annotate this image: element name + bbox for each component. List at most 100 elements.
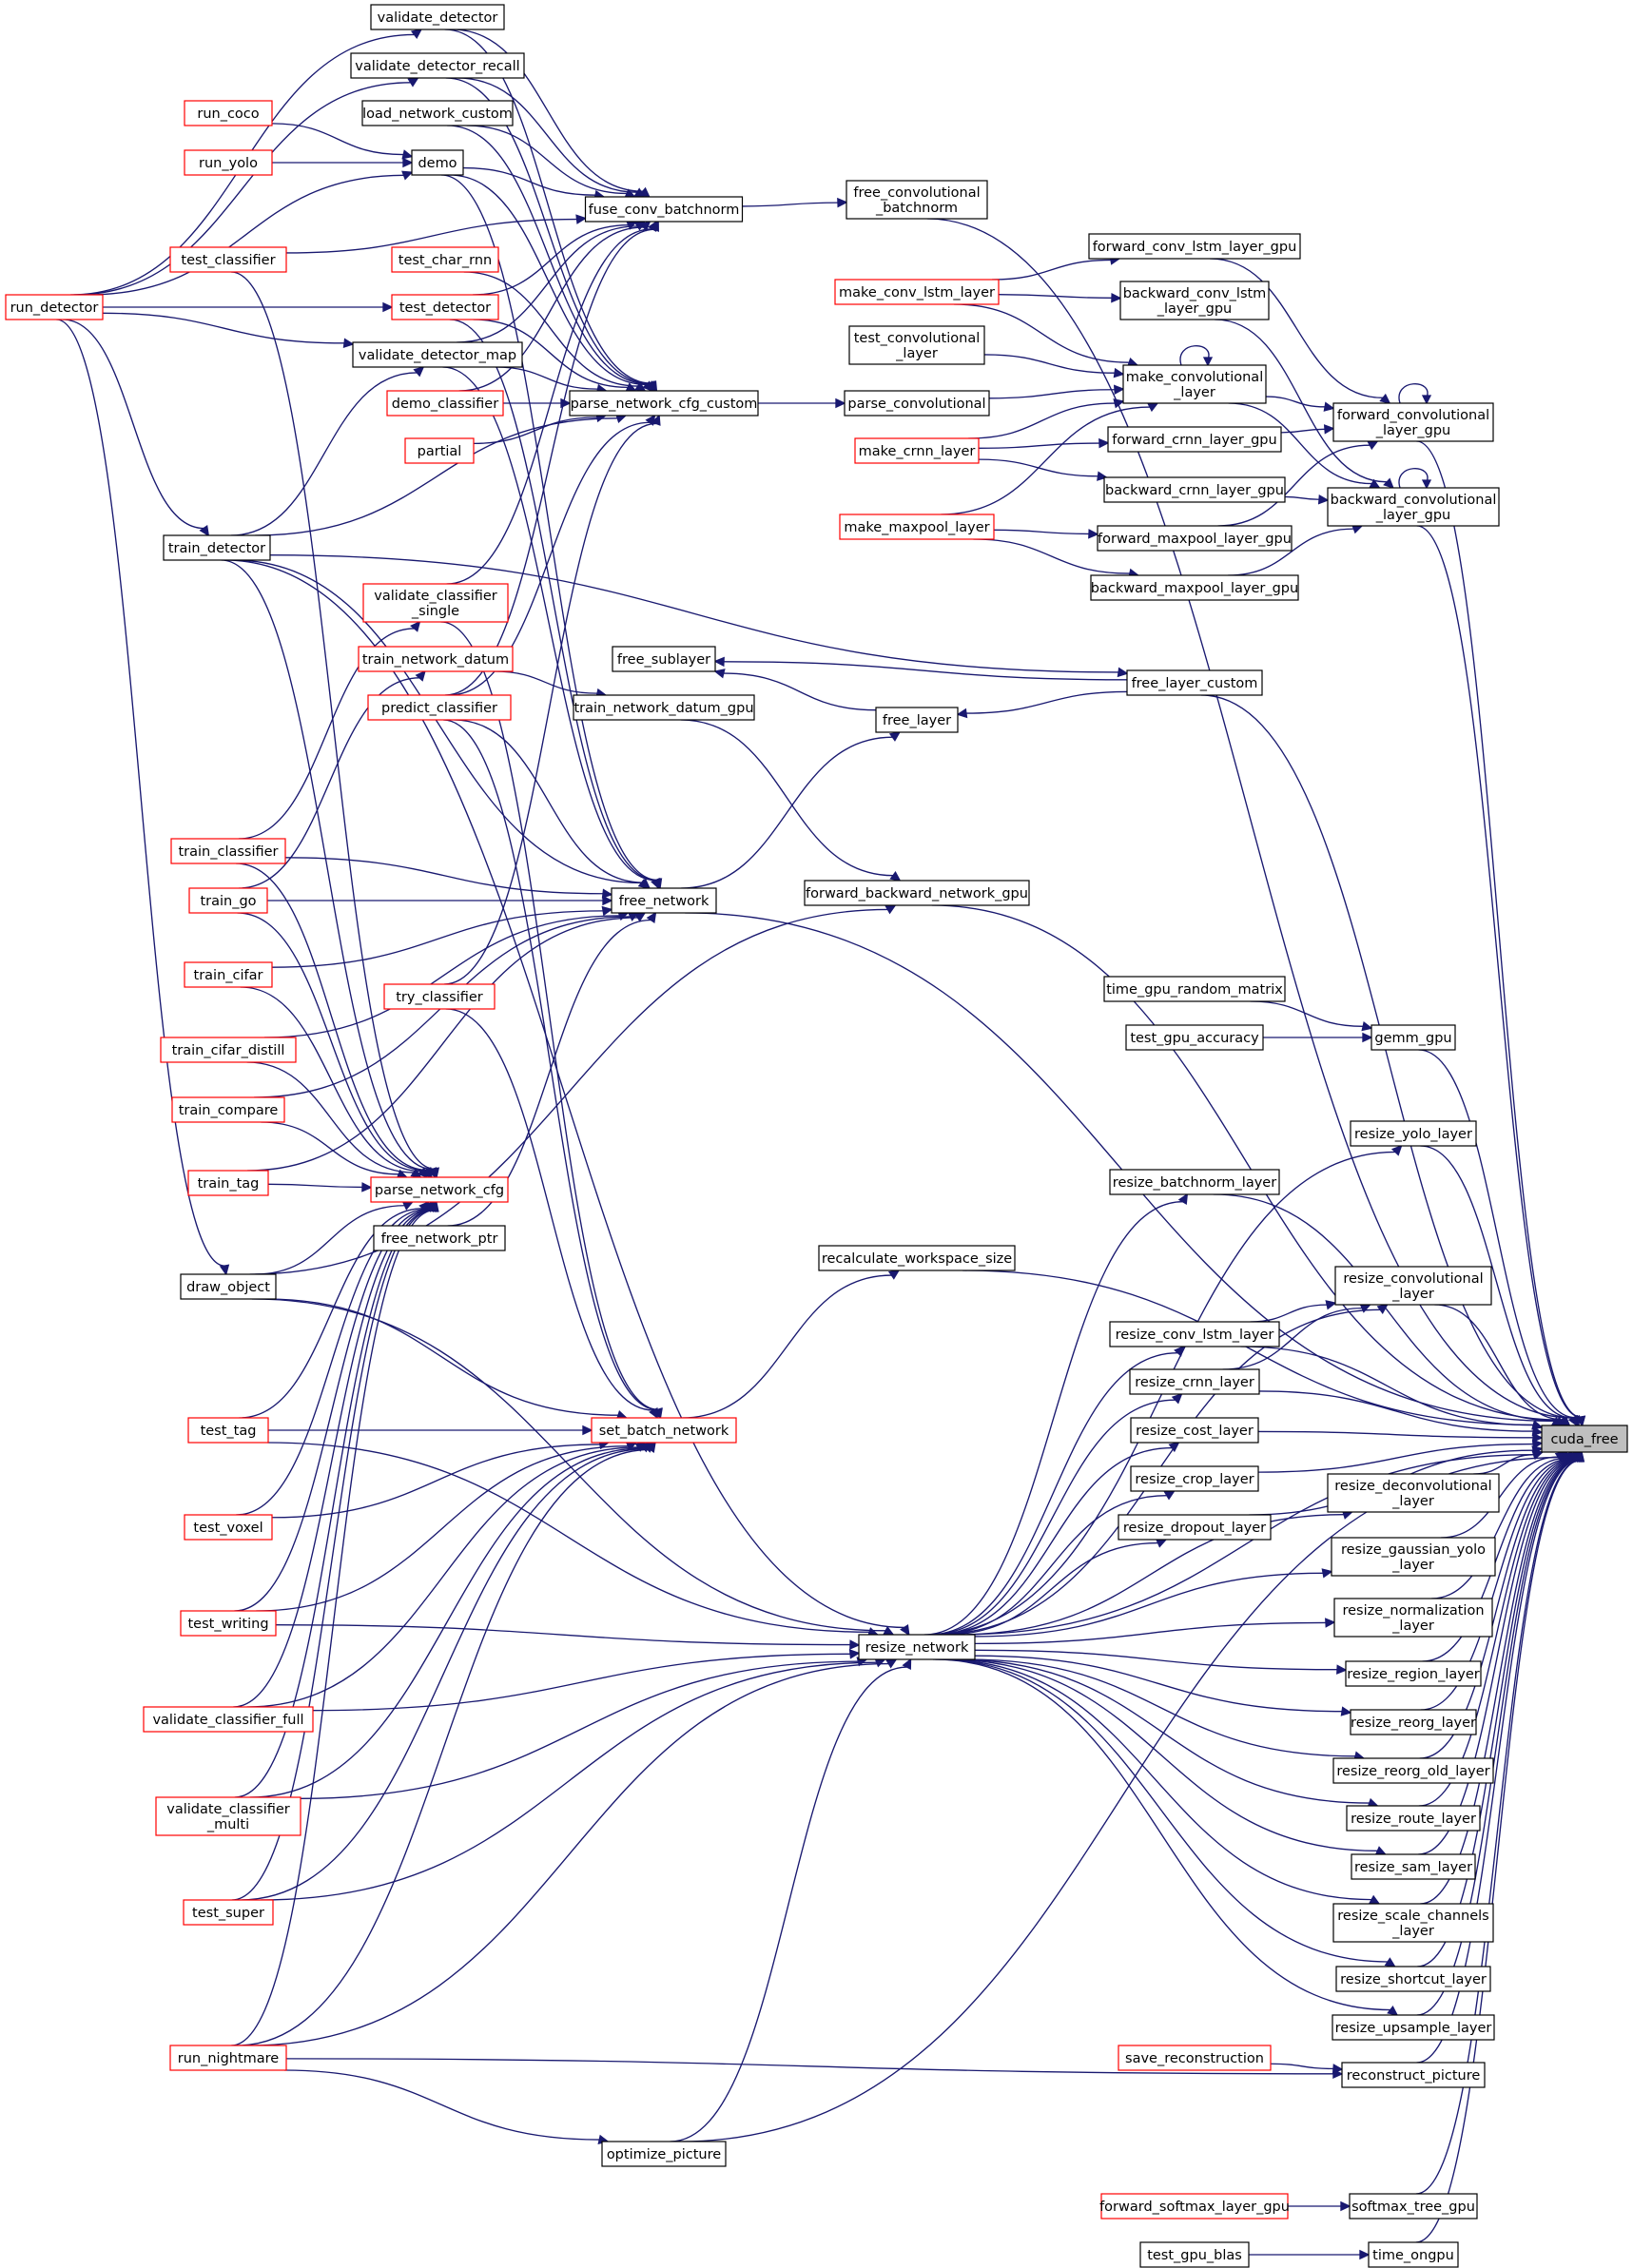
node-run-nightmare[interactable]: run_nightmare (169, 2045, 287, 2071)
node-validate-detector-map[interactable]: validate_detector_map (352, 341, 523, 368)
node-try-classifier[interactable]: try_classifier (383, 983, 496, 1010)
node-demo-classifier[interactable]: demo_classifier (386, 390, 504, 417)
node-label: validate_detector_map (359, 348, 516, 363)
node-recalculate-workspace-size[interactable]: recalculate_workspace_size (818, 1245, 1016, 1271)
node-run-coco[interactable]: run_coco (184, 100, 273, 126)
node-time-gpu-random-matrix[interactable]: time_gpu_random_matrix (1103, 976, 1286, 1002)
node-label: resize_region_layer (1347, 1667, 1479, 1682)
node-forward-softmax-layer-gpu[interactable]: forward_softmax_layer_gpu (1099, 2193, 1290, 2220)
node-forward-maxpool-layer-gpu[interactable]: forward_maxpool_layer_gpu (1097, 525, 1293, 552)
node-make-crnn-layer[interactable]: make_crnn_layer (854, 437, 980, 464)
node-optimize-picture[interactable]: optimize_picture (601, 2141, 727, 2167)
node-resize-crop-layer[interactable]: resize_crop_layer (1130, 1465, 1259, 1492)
node-cuda-free[interactable]: cuda_free (1541, 1425, 1628, 1453)
node-validate-detector-recall[interactable]: validate_detector_recall (350, 52, 525, 79)
node-validate-classifier-single[interactable]: validate_classifier_single (362, 583, 509, 623)
node-train-network-datum-gpu[interactable]: train_network_datum_gpu (573, 694, 755, 721)
node-predict-classifier[interactable]: predict_classifier (367, 694, 512, 721)
node-resize-region-layer[interactable]: resize_region_layer (1345, 1660, 1482, 1687)
node-reconstruct-picture[interactable]: reconstruct_picture (1341, 2062, 1486, 2088)
node-resize-reorg-old-layer[interactable]: resize_reorg_old_layer (1332, 1757, 1494, 1784)
node-validate-classifier-full[interactable]: validate_classifier_full (143, 1706, 314, 1733)
node-make-maxpool-layer[interactable]: make_maxpool_layer (839, 514, 995, 540)
node-time-ongpu[interactable]: time_ongpu (1368, 2241, 1459, 2268)
node-resize-scale-channels-layer[interactable]: resize_scale_channels_layer (1332, 1903, 1494, 1943)
node-run-yolo[interactable]: run_yolo (184, 149, 273, 176)
node-load-network-custom[interactable]: load_network_custom (361, 100, 514, 126)
node-resize-conv-lstm-layer[interactable]: resize_conv_lstm_layer (1109, 1321, 1280, 1347)
call-edge (680, 719, 902, 882)
node-partial[interactable]: partial (404, 437, 475, 464)
node-forward-convolutional-layer-gpu[interactable]: forward_convolutional_layer_gpu (1332, 402, 1494, 442)
node-resize-dropout-layer[interactable]: resize_dropout_layer (1118, 1514, 1272, 1541)
node-set-batch-network[interactable]: set_batch_network (591, 1417, 737, 1444)
node-resize-sam-layer[interactable]: resize_sam_layer (1351, 1853, 1476, 1880)
node-train-compare[interactable]: train_compare (171, 1096, 285, 1123)
node-resize-upsample-layer[interactable]: resize_upsample_layer (1332, 2014, 1495, 2041)
node-test-tag[interactable]: test_tag (187, 1417, 269, 1444)
node-train-network-datum[interactable]: train_network_datum (358, 646, 514, 672)
call-edge (670, 1657, 912, 2142)
node-label: _single (411, 604, 459, 619)
node-resize-cost-layer[interactable]: resize_cost_layer (1130, 1417, 1259, 1444)
node-run-detector[interactable]: run_detector (5, 294, 104, 320)
node-forward-conv-lstm-layer-gpu[interactable]: forward_conv_lstm_layer_gpu (1088, 233, 1301, 260)
node-test-detector[interactable]: test_detector (391, 294, 499, 320)
node-test-voxel[interactable]: test_voxel (184, 1514, 273, 1541)
node-resize-route-layer[interactable]: resize_route_layer (1346, 1805, 1481, 1832)
node-resize-deconvolutional-layer[interactable]: resize_deconvolutional_layer (1327, 1473, 1500, 1513)
node-backward-crnn-layer-gpu[interactable]: backward_crnn_layer_gpu (1103, 476, 1286, 503)
call-edge (1257, 1430, 1544, 1444)
node-free-layer[interactable]: free_layer (875, 707, 959, 733)
node-train-classifier[interactable]: train_classifier (170, 838, 286, 864)
node-backward-convolutional-layer-gpu[interactable]: backward_convolutional_layer_gpu (1327, 487, 1500, 527)
node-box (611, 887, 717, 914)
node-free-layer-custom[interactable]: free_layer_custom (1126, 669, 1263, 696)
node-resize-yolo-layer[interactable]: resize_yolo_layer (1350, 1120, 1477, 1147)
node-save-reconstruction[interactable]: save_reconstruction (1118, 2045, 1272, 2071)
node-test-gpu-blas[interactable]: test_gpu_blas (1139, 2241, 1250, 2268)
node-parse-network-cfg-custom[interactable]: parse_network_cfg_custom (569, 390, 759, 417)
node-box (1351, 1853, 1476, 1880)
node-test-gpu-accuracy[interactable]: test_gpu_accuracy (1125, 1024, 1264, 1051)
node-train-cifar[interactable]: train_cifar (184, 961, 273, 988)
node-validate-detector[interactable]: validate_detector (370, 4, 505, 30)
node-draw-object[interactable]: draw_object (180, 1273, 277, 1300)
node-test-super[interactable]: test_super (183, 1899, 274, 1926)
node-test-char-rnn[interactable]: test_char_rnn (391, 246, 499, 273)
node-gemm-gpu[interactable]: gemm_gpu (1371, 1024, 1456, 1051)
node-parse-network-cfg[interactable]: parse_network_cfg (370, 1176, 509, 1203)
node-resize-convolutional-layer[interactable]: resize_convolutional_layer (1334, 1266, 1492, 1306)
node-test-writing[interactable]: test_writing (180, 1610, 277, 1637)
node-free-network-ptr[interactable]: free_network_ptr (373, 1225, 506, 1251)
node-backward-maxpool-layer-gpu[interactable]: backward_maxpool_layer_gpu (1090, 574, 1299, 601)
node-train-tag[interactable]: train_tag (187, 1170, 269, 1196)
node-parse-convolutional[interactable]: parse_convolutional (844, 390, 990, 417)
node-fuse-conv-batchnorm[interactable]: fuse_conv_batchnorm (584, 196, 744, 223)
node-train-cifar-distill[interactable]: train_cifar_distill (160, 1037, 297, 1063)
node-forward-backward-network-gpu[interactable]: forward_backward_network_gpu (804, 880, 1030, 906)
node-test-convolutional-layer[interactable]: test_convolutional_layer (848, 325, 985, 365)
node-resize-shortcut-layer[interactable]: resize_shortcut_layer (1335, 1966, 1491, 1992)
node-validate-classifier-multi[interactable]: validate_classifier_multi (155, 1796, 301, 1836)
node-backward-conv-lstm-layer-gpu[interactable]: backward_conv_lstm_layer_gpu (1119, 281, 1270, 320)
node-forward-crnn-layer-gpu[interactable]: forward_crnn_layer_gpu (1107, 426, 1282, 453)
node-make-conv-lstm-layer[interactable]: make_conv_lstm_layer (834, 279, 1000, 305)
node-resize-crnn-layer[interactable]: resize_crnn_layer (1129, 1368, 1260, 1395)
call-edge (681, 731, 902, 889)
node-free-network[interactable]: free_network (611, 887, 717, 914)
node-softmax-tree-gpu[interactable]: softmax_tree_gpu (1349, 2193, 1478, 2220)
node-test-classifier[interactable]: test_classifier (169, 246, 287, 273)
node-resize-normalization-layer[interactable]: resize_normalization_layer (1333, 1598, 1493, 1638)
node-make-convolutional-layer[interactable]: make_convolutional_layer (1122, 364, 1267, 404)
node-demo[interactable]: demo (411, 149, 464, 176)
node-resize-batchnorm-layer[interactable]: resize_batchnorm_layer (1109, 1169, 1280, 1195)
node-free-convolutional-batchnorm[interactable]: free_convolutional_batchnorm (846, 180, 988, 220)
node-train-go[interactable]: train_go (188, 887, 268, 914)
node-box (1122, 364, 1267, 404)
node-resize-network[interactable]: resize_network (858, 1634, 976, 1660)
node-train-detector[interactable]: train_detector (163, 534, 271, 561)
node-resize-gaussian-yolo-layer[interactable]: resize_gaussian_yolo_layer (1331, 1537, 1496, 1577)
node-free-sublayer[interactable]: free_sublayer (612, 646, 716, 672)
node-resize-reorg-layer[interactable]: resize_reorg_layer (1350, 1709, 1477, 1735)
